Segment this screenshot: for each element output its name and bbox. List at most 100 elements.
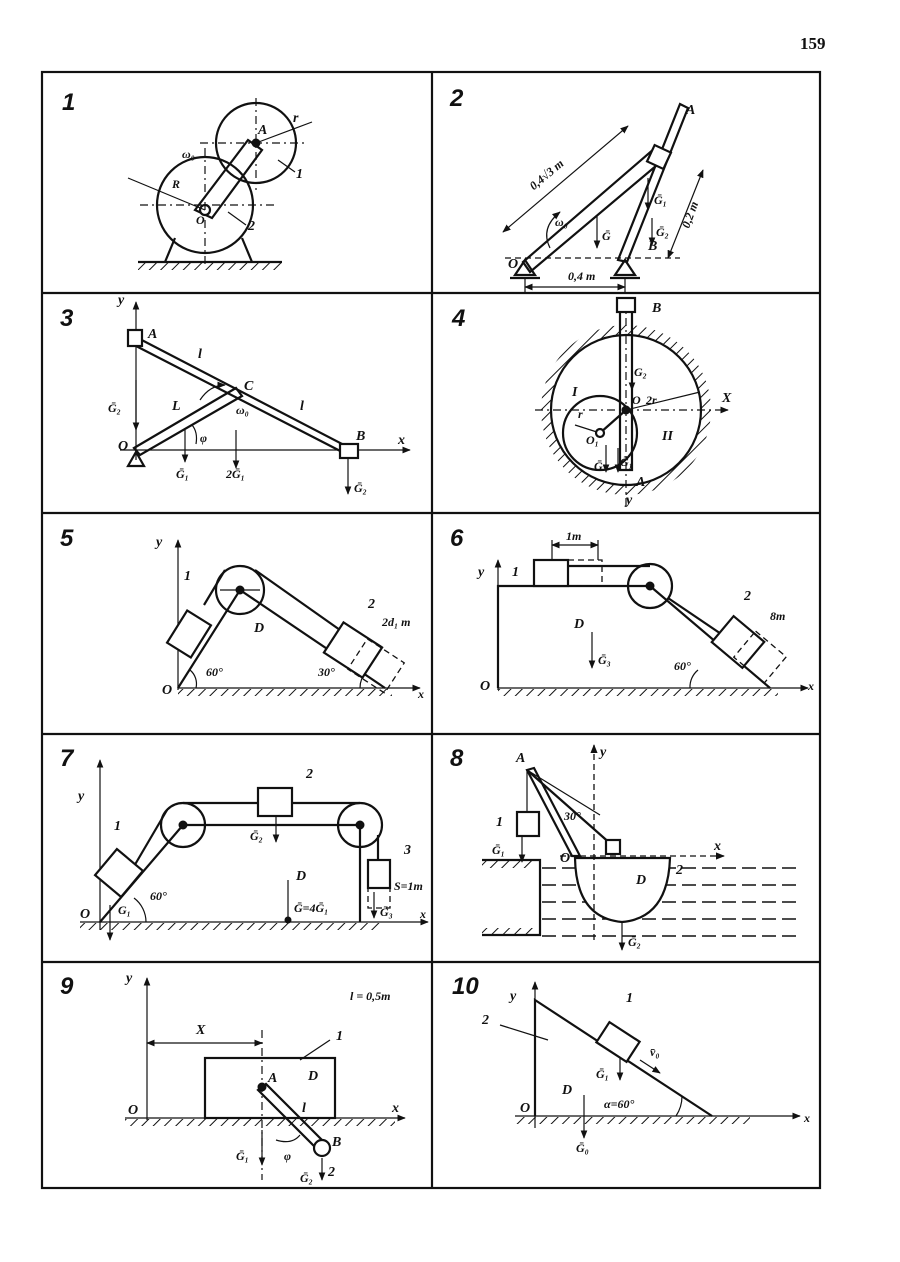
panel-1: 1 A r R O ω₀ 1 2 xyxy=(62,89,313,270)
pendulum-bob xyxy=(312,1138,332,1158)
body-d xyxy=(203,1056,337,1120)
svg-text:2: 2 xyxy=(743,589,751,604)
svg-text:Ḡ₁: Ḡ₁ xyxy=(654,193,667,207)
svg-text:1: 1 xyxy=(626,991,633,1006)
svg-text:v̄₀: v̄₀ xyxy=(650,1045,660,1059)
svg-text:1: 1 xyxy=(114,819,121,834)
body-d xyxy=(496,584,771,689)
svg-text:A: A xyxy=(267,1071,277,1086)
svg-text:O: O xyxy=(118,439,128,454)
svg-text:D: D xyxy=(635,873,646,888)
svg-text:X: X xyxy=(721,391,732,406)
svg-text:Ḡ₃: Ḡ₃ xyxy=(598,653,611,667)
svg-text:ω₀: ω₀ xyxy=(182,147,195,161)
svg-text:l: l xyxy=(198,347,202,362)
svg-text:3: 3 xyxy=(403,843,411,858)
svg-text:Ḡ₂: Ḡ₂ xyxy=(354,481,367,495)
svg-text:O₁: O₁ xyxy=(586,433,599,447)
panel-number: 4 xyxy=(451,305,465,332)
svg-text:L: L xyxy=(171,399,181,414)
svg-text:G₂: G₂ xyxy=(634,365,647,379)
svg-text:0,4√3 m: 0,4√3 m xyxy=(527,156,567,192)
svg-text:1: 1 xyxy=(512,565,519,580)
svg-text:D: D xyxy=(295,869,306,884)
pulley xyxy=(626,562,674,610)
svg-text:2: 2 xyxy=(247,219,255,234)
svg-text:1: 1 xyxy=(496,815,503,830)
svg-text:ω₀: ω₀ xyxy=(555,215,568,229)
svg-text:Ḡ₁: Ḡ₁ xyxy=(236,1149,249,1163)
svg-text:B: B xyxy=(331,1135,341,1150)
svg-text:y: y xyxy=(476,565,485,580)
svg-text:A: A xyxy=(257,123,267,138)
svg-text:x: x xyxy=(397,433,405,448)
svg-text:30°: 30° xyxy=(563,809,581,823)
svg-text:Ḡ₀: Ḡ₀ xyxy=(576,1141,589,1155)
svg-text:B: B xyxy=(651,301,661,316)
svg-text:x: x xyxy=(713,839,721,854)
svg-text:y: y xyxy=(508,989,517,1004)
svg-text:Ḡ₁: Ḡ₁ xyxy=(620,455,633,469)
svg-text:O: O xyxy=(80,907,90,922)
panel-4: 4 B A X y O O₁ 2r r I II G₂ Ḡ Ḡ₁ xyxy=(451,296,732,510)
svg-text:2: 2 xyxy=(327,1165,335,1180)
svg-text:Ḡ₂: Ḡ₂ xyxy=(628,935,641,949)
svg-text:D: D xyxy=(253,621,264,636)
svg-text:x: x xyxy=(803,1111,810,1125)
panel-5: 5 y x O D 1 2 60° 30° 2d₁ m xyxy=(60,525,424,701)
svg-text:r: r xyxy=(293,111,299,126)
svg-text:2: 2 xyxy=(481,1013,489,1028)
svg-text:l: l xyxy=(300,399,304,414)
svg-text:B: B xyxy=(355,429,365,444)
svg-text:α=60°: α=60° xyxy=(604,1097,634,1111)
svg-text:O: O xyxy=(632,393,641,407)
svg-text:x: x xyxy=(417,687,424,701)
svg-text:D: D xyxy=(573,617,584,632)
svg-text:O: O xyxy=(196,213,205,227)
svg-text:Ḡ₁: Ḡ₁ xyxy=(176,467,189,481)
svg-text:2: 2 xyxy=(305,767,313,782)
svg-text:60°: 60° xyxy=(206,665,223,679)
svg-text:ω₀: ω₀ xyxy=(236,403,249,417)
block-2 xyxy=(256,786,294,818)
block-1 xyxy=(594,1020,642,1064)
quay xyxy=(482,858,542,937)
panel-number: 9 xyxy=(60,973,74,1000)
svg-text:A: A xyxy=(635,475,645,490)
inner-wheel xyxy=(561,394,639,472)
panel-number: 5 xyxy=(60,525,74,552)
svg-text:D: D xyxy=(561,1083,572,1098)
svg-text:II: II xyxy=(661,429,673,444)
svg-text:y: y xyxy=(124,971,133,986)
svg-text:O: O xyxy=(128,1103,138,1118)
svg-text:y: y xyxy=(624,493,633,508)
svg-text:8m: 8m xyxy=(770,609,785,623)
svg-text:O: O xyxy=(508,257,518,272)
svg-text:x: x xyxy=(419,907,426,921)
pontoon-d xyxy=(573,856,672,924)
svg-text:1: 1 xyxy=(184,569,191,584)
svg-text:Ḡ: Ḡ xyxy=(602,229,611,243)
svg-text:Ḡ₂: Ḡ₂ xyxy=(250,829,263,843)
svg-text:R: R xyxy=(171,177,180,191)
svg-text:y: y xyxy=(76,789,85,804)
svg-text:y: y xyxy=(116,293,125,308)
svg-text:y: y xyxy=(598,745,607,760)
svg-text:2d₁ m: 2d₁ m xyxy=(381,615,411,629)
svg-text:Ḡ₂: Ḡ₂ xyxy=(656,225,669,239)
block-3 xyxy=(366,858,392,890)
svg-text:C: C xyxy=(244,379,254,394)
svg-text:l = 0,5m: l = 0,5m xyxy=(350,989,391,1003)
svg-text:B: B xyxy=(647,239,657,254)
svg-text:0,2 m: 0,2 m xyxy=(679,199,702,229)
panel-3: 3 y x A B C O l l L φ ω₀ Ḡ₂ Ḡ₁ 2Ḡ₁ Ḡ₂ xyxy=(60,293,411,495)
panel-number: 1 xyxy=(62,89,75,116)
panel-number: 6 xyxy=(450,525,464,552)
svg-text:1: 1 xyxy=(296,167,303,182)
panel-number: 8 xyxy=(450,745,464,772)
svg-text:Ḡ₁: Ḡ₁ xyxy=(492,843,505,857)
svg-text:O: O xyxy=(480,679,490,694)
svg-text:2r: 2r xyxy=(645,393,657,407)
panel-8: 8 A y x O D 1 2 30° Ḡ₁ Ḡ₂ xyxy=(450,744,800,951)
